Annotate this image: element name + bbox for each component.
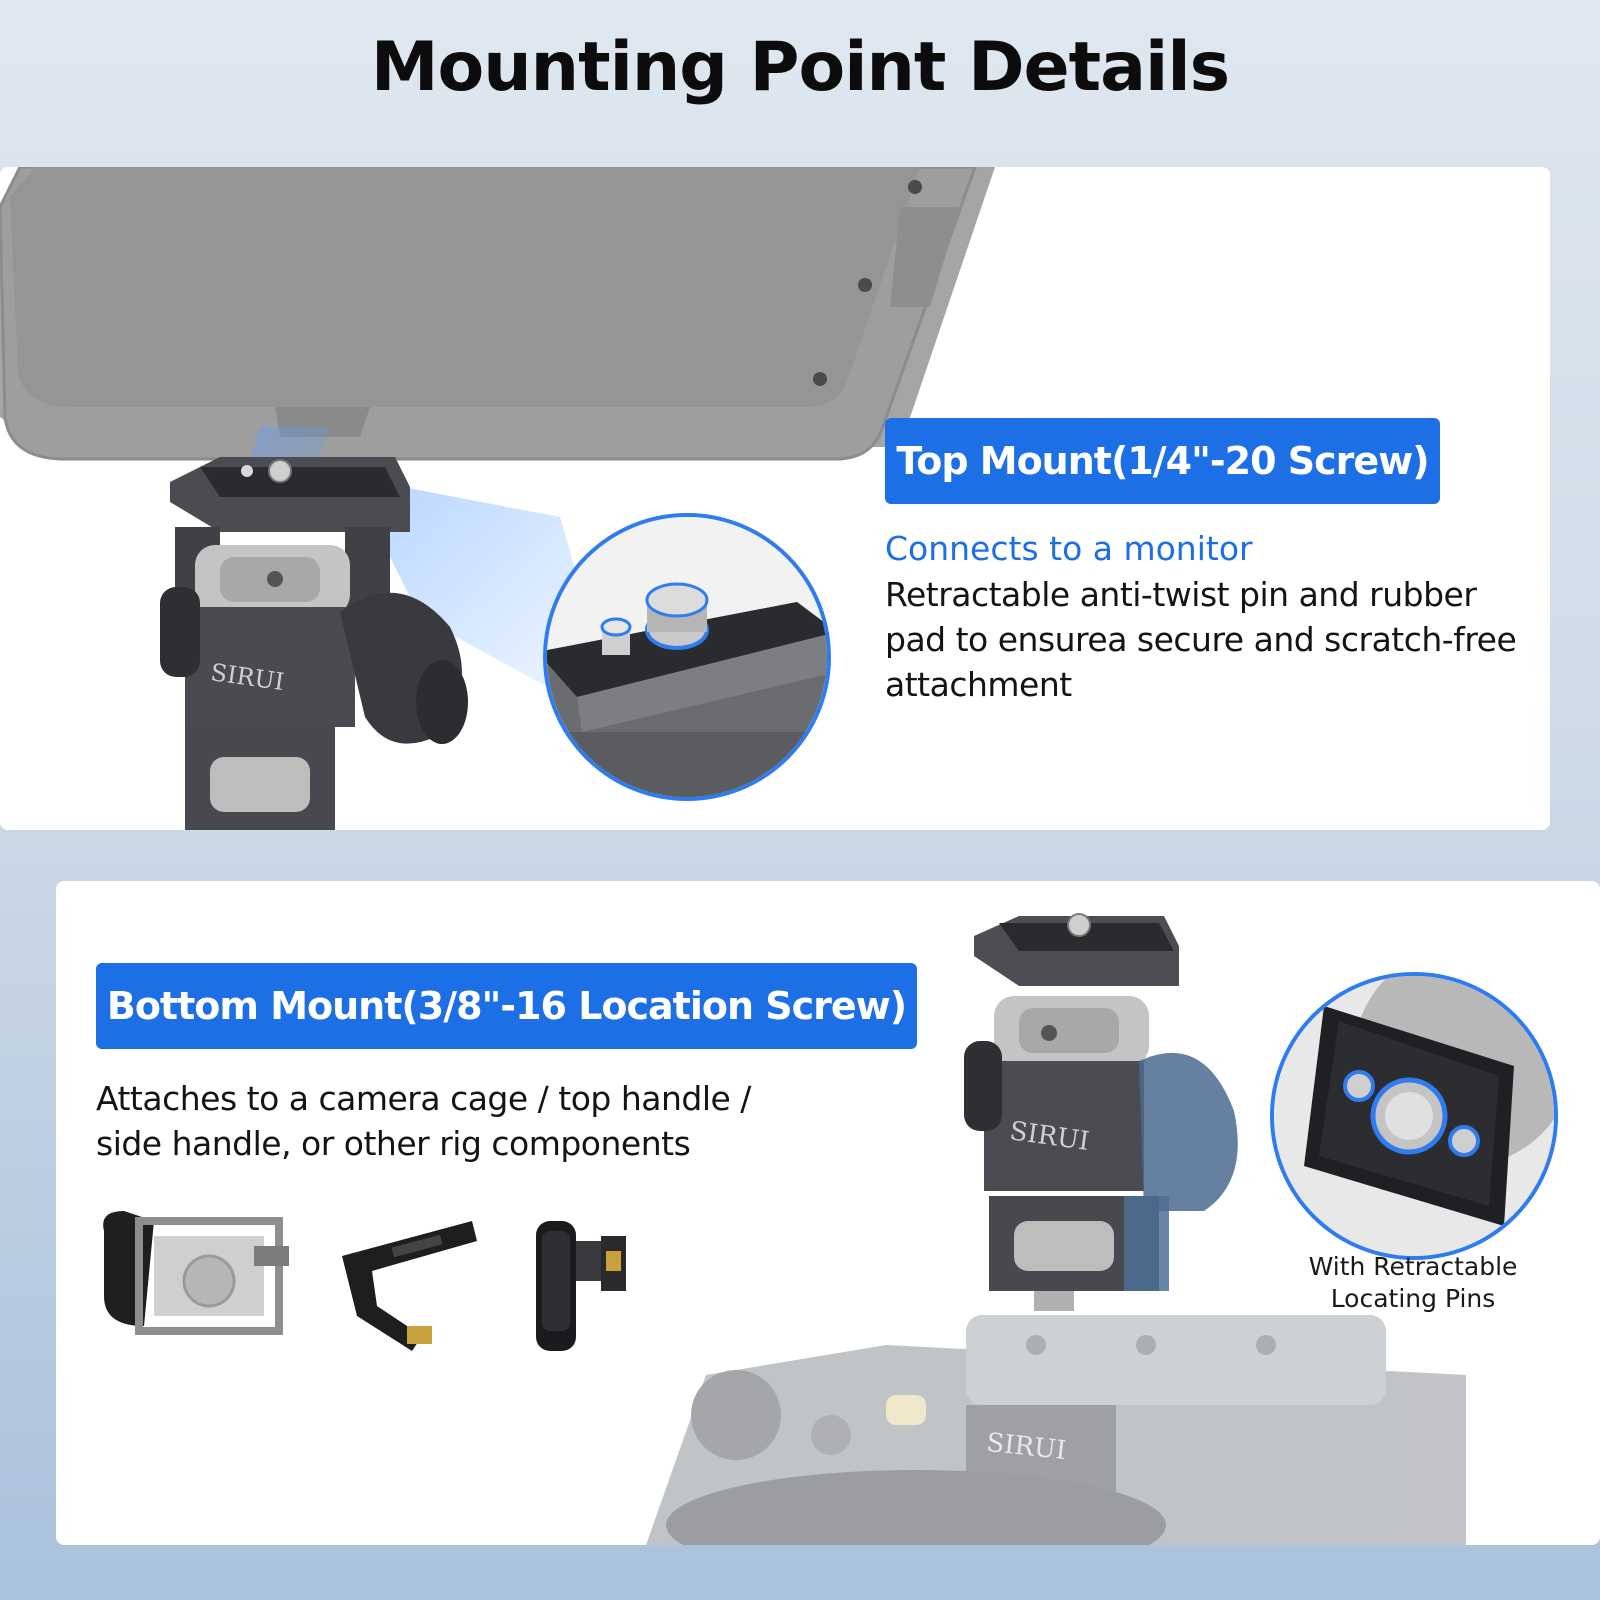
caption-line-2: Locating Pins (1330, 1284, 1496, 1313)
top-handle-image (342, 1221, 477, 1351)
mount-image-bottom: SIRUI (964, 913, 1238, 1311)
bottom-mount-description: Attaches to a camera cage / top handle /… (96, 1079, 751, 1163)
side-handle-image (536, 1221, 626, 1351)
top-mount-subtitle: Connects to a monitor (885, 529, 1253, 568)
bottom-mount-tag: Bottom Mount(3/8"-16 Location Screw) (96, 963, 917, 1049)
mount-image: SIRUI (160, 457, 468, 830)
zoom-bottom-pins (1270, 972, 1558, 1260)
zoom-top-screw (543, 513, 831, 801)
locating-pins-caption: With Retractable Locating Pins (1283, 1251, 1543, 1315)
top-mount-tag: Top Mount(1/4"-20 Screw) (885, 418, 1440, 504)
top-mount-description: Retractable anti-twist pin and rubber pa… (885, 575, 1517, 704)
monitor-image (0, 167, 995, 461)
page-title: Mounting Point Details (370, 28, 1230, 107)
caption-line-1: With Retractable (1308, 1252, 1518, 1281)
camera-cage-image (103, 1211, 289, 1335)
top-mount-panel: SIRUI Top Mount(1/4"-20 Screw) Connects … (0, 167, 1550, 830)
bottom-mount-panel: Bottom Mount(3/8"-16 Location Screw) Att… (56, 881, 1600, 1545)
camera-rig-image: SIRUI (646, 1315, 1466, 1545)
